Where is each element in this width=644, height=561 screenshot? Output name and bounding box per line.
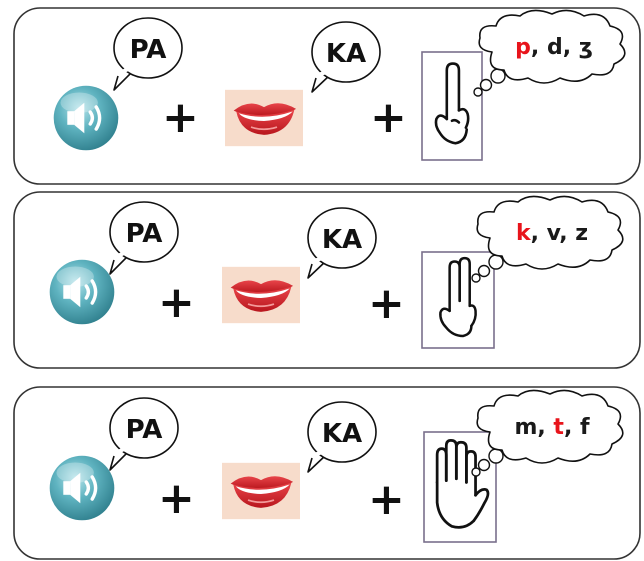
rows-container: PA+KA+p, d, ʒPA+KA+k, v, zPA+KA+m, t, f bbox=[13, 7, 641, 560]
visual-syllable: KA bbox=[322, 225, 362, 255]
lips-icon bbox=[222, 265, 300, 325]
plus-operator: + bbox=[158, 473, 195, 524]
speaker-icon bbox=[48, 258, 116, 326]
audio-syllable: PA bbox=[130, 35, 167, 65]
audio-syllable: PA bbox=[126, 219, 163, 249]
row-frame bbox=[13, 7, 641, 185]
speaker-icon bbox=[52, 84, 120, 152]
thought-bubble: m, t, f bbox=[471, 389, 624, 477]
option-separator: , bbox=[563, 35, 579, 60]
plus-operator: + bbox=[370, 92, 407, 143]
visual-syllable: KA bbox=[326, 39, 366, 69]
stimulus-row: PA+KA+m, t, f bbox=[13, 386, 641, 560]
row-frame bbox=[13, 386, 641, 560]
speaker-icon bbox=[48, 454, 116, 522]
option-separator: , bbox=[531, 35, 547, 60]
audio-speech-bubble: PA bbox=[109, 201, 179, 275]
visual-speech-bubble: KA bbox=[307, 401, 377, 473]
response-option: p bbox=[515, 35, 531, 60]
visual-speech-bubble: KA bbox=[311, 21, 381, 93]
visual-speech-bubble: KA bbox=[307, 207, 377, 279]
response-options: m, t, f bbox=[514, 415, 590, 440]
response-option: t bbox=[553, 415, 564, 440]
thought-bubble: k, v, z bbox=[471, 195, 624, 283]
response-options: p, d, ʒ bbox=[515, 35, 593, 60]
response-option: f bbox=[580, 415, 590, 440]
gesture-card bbox=[423, 431, 497, 543]
plus-operator: + bbox=[368, 474, 405, 525]
plus-operator: + bbox=[162, 92, 199, 143]
plus-operator: + bbox=[158, 277, 195, 328]
response-option: ʒ bbox=[579, 35, 593, 60]
audio-speech-bubble: PA bbox=[113, 17, 183, 91]
thought-bubble: p, d, ʒ bbox=[473, 9, 626, 97]
visual-syllable: KA bbox=[322, 419, 362, 449]
response-option: m bbox=[514, 415, 537, 440]
row-frame bbox=[13, 191, 641, 369]
response-option: z bbox=[575, 221, 588, 246]
response-option: v bbox=[547, 221, 562, 246]
option-separator: , bbox=[564, 415, 580, 440]
response-option: d bbox=[547, 35, 563, 60]
option-separator: , bbox=[559, 221, 575, 246]
audio-speech-bubble: PA bbox=[109, 397, 179, 471]
stimulus-row: PA+KA+k, v, z bbox=[13, 191, 641, 369]
response-option: k bbox=[516, 221, 532, 246]
lips-icon bbox=[225, 88, 303, 148]
stimulus-row: PA+KA+p, d, ʒ bbox=[13, 7, 641, 185]
response-options: k, v, z bbox=[516, 221, 588, 246]
option-separator: , bbox=[537, 415, 553, 440]
option-separator: , bbox=[531, 221, 547, 246]
plus-operator: + bbox=[368, 278, 405, 329]
audio-syllable: PA bbox=[126, 415, 163, 445]
lips-icon bbox=[222, 461, 300, 521]
